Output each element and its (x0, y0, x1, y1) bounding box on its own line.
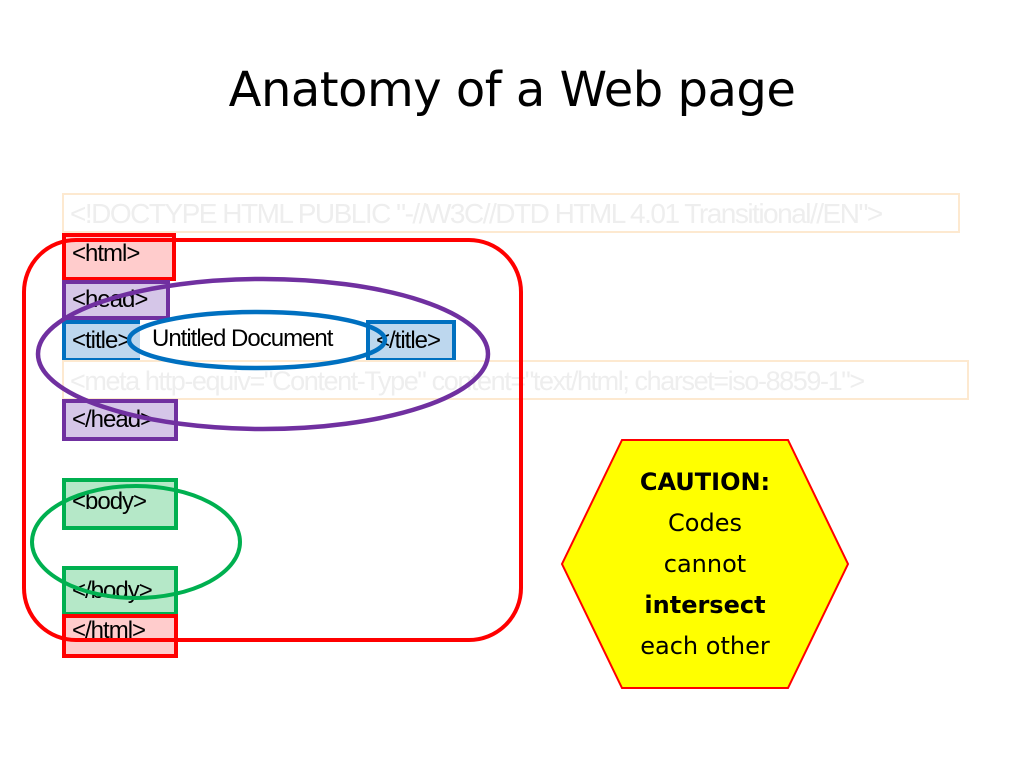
caution-text: CAUTION: Codes cannot intersect each oth… (560, 462, 850, 667)
title-text: Untitled Document (140, 320, 370, 362)
body-scope-ellipse (30, 484, 242, 600)
caution-line-2: cannot (663, 550, 747, 578)
head-scope-ellipse (35, 276, 491, 432)
caution-line-1: Codes (668, 509, 742, 537)
caution-emphasis: intersect (644, 591, 766, 619)
caution-callout: CAUTION: Codes cannot intersect each oth… (560, 438, 850, 690)
slide-title: Anatomy of a Web page (228, 62, 796, 118)
meta-line: <meta http-equiv="Content-Type" content=… (62, 360, 969, 400)
caution-hexagon (560, 439, 850, 689)
doctype-line: <!DOCTYPE HTML PUBLIC "-//W3C//DTD HTML … (62, 193, 960, 233)
html-scope-outline (22, 238, 523, 642)
title-scope-ellipse (126, 309, 388, 371)
caution-heading: CAUTION: (639, 468, 771, 496)
caution-line-3: each other (640, 632, 770, 660)
